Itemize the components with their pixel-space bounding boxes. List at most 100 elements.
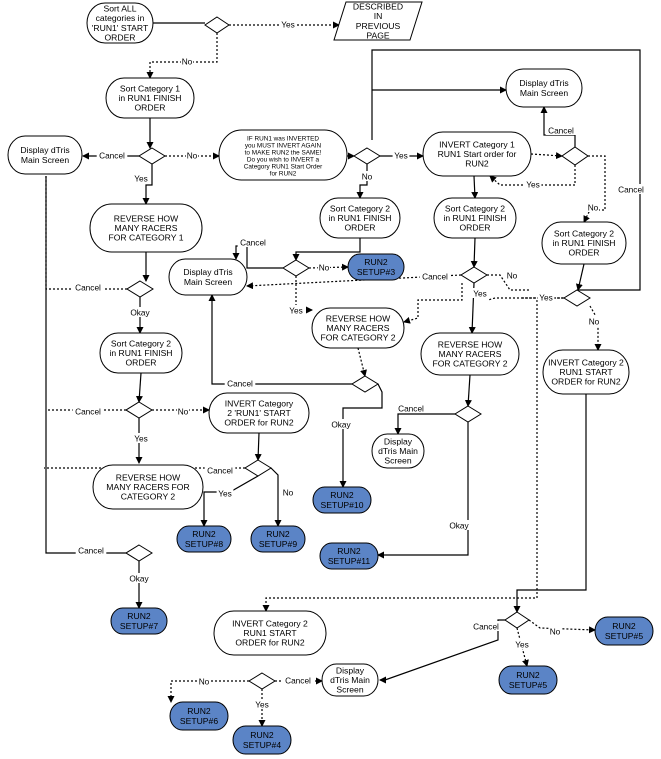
node-text-line: RUN2	[187, 706, 211, 716]
edge-label-text: Yes	[515, 640, 529, 650]
edge-label-background	[615, 184, 647, 194]
edge-label-background	[72, 406, 104, 416]
node-text-line: RUN2	[516, 670, 540, 680]
connector-34	[339, 383, 383, 488]
connector-57	[516, 627, 529, 667]
edge-label-background	[204, 465, 236, 475]
decision-reverse-cat2-right	[454, 405, 482, 423]
edge-label-background	[505, 270, 519, 280]
connector-51	[167, 680, 249, 703]
edge-label-background	[75, 545, 107, 555]
edge-label-text: Cancel	[285, 676, 311, 686]
node-shape	[498, 665, 558, 695]
node-text-line: SETUP#8	[185, 539, 223, 549]
node-shape	[208, 392, 310, 434]
node-text-line: MANY RACERS FOR	[106, 482, 189, 492]
edge-label-background	[586, 202, 600, 212]
edge-label-text: No	[187, 151, 198, 161]
node-text-line: SETUP#10	[321, 500, 364, 510]
edge-label-background	[176, 406, 190, 416]
node-shape	[169, 701, 229, 731]
connector-32	[357, 347, 367, 377]
node-shape	[99, 332, 183, 374]
node-text-line: PAGE	[366, 30, 390, 40]
node-text-line: IN	[374, 11, 383, 21]
edge-label-text: No	[319, 263, 330, 273]
node-text-line: RUN2	[364, 257, 388, 267]
edge-label-text: Yes	[539, 293, 553, 303]
connector-44	[254, 432, 262, 461]
node-text-line: ORDER for RUN2	[551, 377, 620, 387]
edge-label-background	[282, 675, 314, 685]
edge-label-yes-d9: Yes	[132, 433, 150, 444]
node-text-line: Sort Category 1	[120, 83, 180, 93]
edge-label-text: Cancel	[227, 379, 253, 389]
connector-17	[292, 238, 361, 261]
edge-label-text: Cancel	[422, 272, 448, 282]
connector-55	[379, 619, 505, 684]
edge-label-text: Yes	[134, 434, 148, 444]
edge-label-cancel-d9: Cancel	[204, 465, 236, 476]
node-shape	[541, 221, 627, 265]
edge-label-cancel-d11: Cancel	[75, 545, 107, 556]
edge-label-cancel-d6: Cancel	[72, 282, 104, 293]
node-text-line: RUN2	[465, 159, 489, 169]
node-shape	[105, 77, 195, 119]
edge-label-yes-d10: Yes	[216, 488, 234, 499]
node-text-line: INVERT Category	[225, 398, 294, 408]
node-text-line: dTris Main	[330, 675, 370, 685]
edge-label-yes-d4: Yes	[471, 288, 489, 299]
node-shape	[321, 663, 379, 697]
edge-label-text: No	[362, 172, 373, 182]
edge-label-background	[513, 639, 531, 649]
node-shape	[371, 433, 425, 469]
node-text-line: RUN2	[127, 611, 151, 621]
edge-label-background	[360, 171, 374, 181]
node-text-line: MANY RACERS	[327, 323, 390, 333]
node-shape	[213, 610, 327, 656]
edge-label-text: Yes	[289, 306, 303, 316]
connector-56	[528, 619, 596, 634]
node-text-line: in RUN1 FINISH	[552, 238, 615, 248]
edge-label-okay-d6: Okay	[129, 307, 151, 318]
node-shape	[92, 464, 204, 510]
node-text-line: Main Screen	[21, 155, 69, 165]
edge-label-cancel-d5: Cancel	[419, 271, 451, 282]
edge-label-cancel-mid: Cancel	[237, 237, 269, 248]
edge-label-okay-d7: Okay	[330, 419, 352, 430]
edge-label-no-d5: No	[505, 270, 519, 281]
edge-label-background	[96, 150, 128, 160]
node-text-line: ORDER	[568, 248, 599, 258]
edge-label-no-d3: No	[586, 202, 600, 213]
node-text-line: Display dTris	[20, 145, 69, 155]
node-text-line: Display dTris	[183, 267, 232, 277]
connector-28	[575, 263, 585, 291]
decision-sort-cat2-left	[125, 401, 153, 419]
node-text-line: Sort Category 2	[111, 338, 171, 348]
node-shape	[422, 131, 532, 177]
node-text-line: ORDER	[104, 32, 135, 42]
node-text-line: in RUN1 FINISH	[443, 213, 506, 223]
node-shape	[333, 1, 423, 41]
edge-label-text: Okay	[130, 308, 150, 318]
node-text-line: RUN1 START	[243, 628, 297, 638]
edge-label-text: Yes	[255, 700, 269, 710]
node-text-line: Screen	[384, 456, 411, 466]
node-text-line: Display	[336, 665, 365, 675]
connector-36	[394, 413, 455, 435]
edge-label-background	[287, 305, 305, 315]
decision-start	[204, 16, 230, 34]
